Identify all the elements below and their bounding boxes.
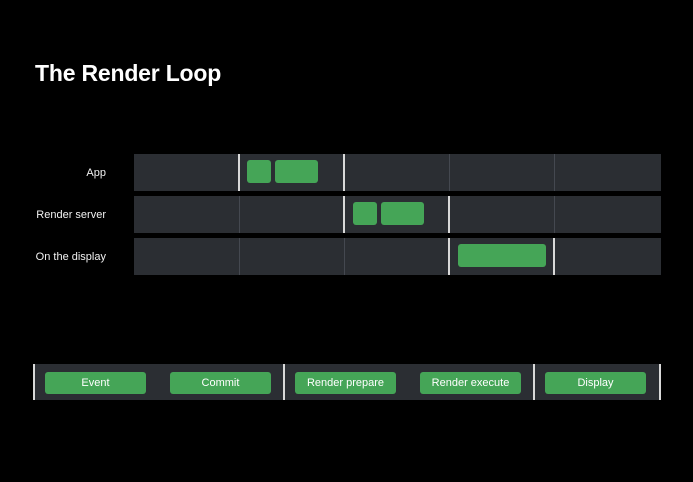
render-execute-work-block <box>381 202 424 225</box>
timeline-track-render-server <box>134 196 661 233</box>
frame-gridline <box>449 154 450 191</box>
render-prepare-work-block <box>353 202 377 225</box>
phase-commit: Commit <box>170 372 271 394</box>
vsync-marker <box>448 238 450 275</box>
frame-gridline <box>554 154 555 191</box>
row-label-render-server: Render server <box>36 209 106 221</box>
phase-display: Display <box>545 372 646 394</box>
legend-divider <box>533 364 535 400</box>
vsync-marker <box>343 154 345 191</box>
legend-divider <box>283 364 285 400</box>
frame-gridline <box>344 238 345 275</box>
frame-gridline <box>239 196 240 233</box>
timeline-track-app <box>134 154 661 191</box>
phase-event: Event <box>45 372 146 394</box>
vsync-marker <box>343 196 345 233</box>
phase-render-prepare: Render prepare <box>295 372 396 394</box>
timeline-track-display <box>134 238 661 275</box>
frame-gridline <box>554 196 555 233</box>
event-work-block <box>247 160 271 183</box>
vsync-marker <box>553 238 555 275</box>
vsync-marker <box>448 196 450 233</box>
frame-gridline <box>239 238 240 275</box>
legend-divider <box>33 364 35 400</box>
phase-legend-bar: Event Commit Render prepare Render execu… <box>33 364 661 400</box>
row-label-on-the-display: On the display <box>35 251 106 263</box>
phase-render-execute: Render execute <box>420 372 521 394</box>
legend-divider <box>659 364 661 400</box>
row-label-app: App <box>86 167 106 179</box>
commit-work-block <box>275 160 318 183</box>
display-work-block <box>458 244 546 267</box>
vsync-marker <box>238 154 240 191</box>
page-title: The Render Loop <box>35 60 222 86</box>
